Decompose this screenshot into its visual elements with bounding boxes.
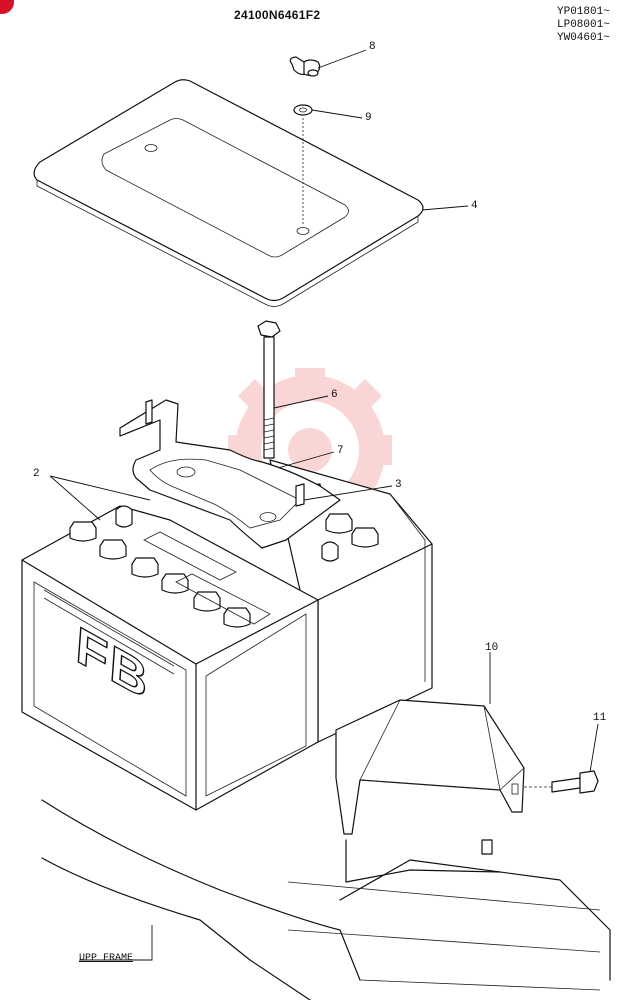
hold-down-bracket: [119, 399, 341, 549]
serial-range: LP08001~: [557, 19, 610, 31]
serial-range: YP01801~: [557, 6, 610, 18]
callout-10: 10: [485, 642, 499, 654]
callout-6: 6: [331, 389, 338, 401]
terminal-cap-row: [69, 505, 251, 628]
serial-range-list: YP01801~ LP08001~ YW04601~: [557, 6, 610, 45]
terminal-cover: [335, 699, 525, 835]
callout-2: 2: [33, 468, 40, 480]
callout-9: 9: [365, 112, 372, 124]
upper-frame: [41, 799, 611, 1000]
callout-3: 3: [395, 479, 402, 491]
hold-down-bolt: [257, 320, 281, 459]
wing-nut: [289, 56, 321, 77]
cover-plate: [33, 79, 424, 307]
callout-4: 4: [471, 200, 478, 212]
upper-frame-label: UPP FRAME: [79, 953, 134, 964]
callout-7: 7: [337, 445, 344, 457]
serial-range: YW04601~: [557, 32, 610, 44]
callout-8: 8: [369, 41, 376, 53]
callout-leaders: [49, 49, 599, 961]
callout-11: 11: [593, 712, 607, 724]
terminal-cap-row: [321, 513, 379, 562]
left-battery: [21, 505, 319, 811]
cover-bolt: [524, 770, 599, 794]
part-code-title: 24100N6461F2: [234, 8, 321, 22]
